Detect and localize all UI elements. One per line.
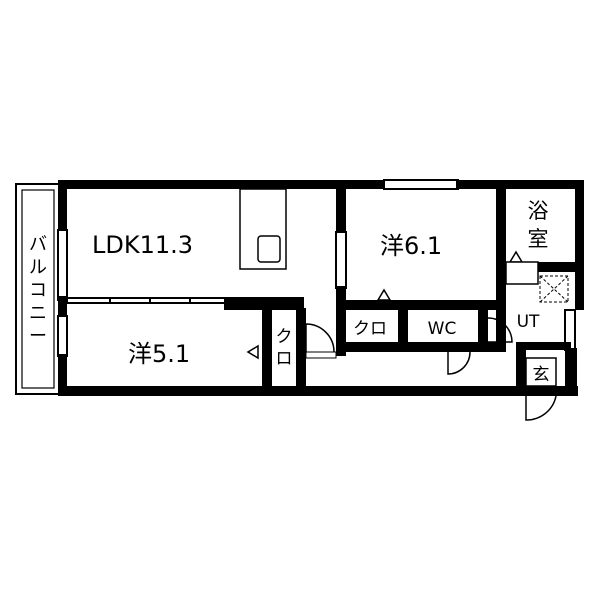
doors xyxy=(246,250,557,421)
closet-side-label-line1: ク xyxy=(276,327,293,347)
wall-small-room-right xyxy=(262,308,272,388)
wall-closet-right xyxy=(296,308,306,386)
wall-top-window-frame xyxy=(383,179,459,190)
ldk-label: LDK11.3 xyxy=(92,231,193,259)
balcony-label-char-1: ル xyxy=(29,257,47,278)
washer-box xyxy=(539,275,569,303)
wall-room61-left-top xyxy=(336,189,346,234)
wall-right-upper xyxy=(575,180,584,310)
door-entrance-swing xyxy=(525,395,557,421)
western-room-small-label: 洋5.1 xyxy=(128,340,190,368)
entrance-label: 玄 xyxy=(533,365,550,385)
kitchen-counter xyxy=(239,188,287,270)
kitchen-sink xyxy=(257,235,281,263)
bath-label-line1: 浴 xyxy=(528,199,549,223)
door-corridor-swing xyxy=(305,323,335,353)
interior-walls xyxy=(66,189,576,396)
door-wc-swing xyxy=(447,351,471,375)
wall-room61-right xyxy=(496,189,506,349)
wall-top-right xyxy=(456,180,584,189)
wall-right-lower xyxy=(565,348,577,396)
toilet-label: WC xyxy=(428,319,457,339)
balcony-label-char-0: バ xyxy=(29,234,47,255)
wall-bath-bottom xyxy=(506,262,576,272)
wall-wc-right xyxy=(478,310,488,352)
entrance-box xyxy=(525,357,557,387)
utility-label: UT xyxy=(517,312,540,332)
balcony: バ ル コ ニ ー xyxy=(15,183,61,395)
balcony-label-char-4: ー xyxy=(29,326,47,347)
wall-left-window xyxy=(57,229,68,301)
wall-ldk-divider-solid xyxy=(224,298,304,310)
outer-walls xyxy=(57,179,584,396)
wall-left-bottom xyxy=(58,354,67,396)
washer-area xyxy=(539,275,569,303)
wall-wc-left xyxy=(398,310,408,352)
wall-closet-bottom xyxy=(336,342,506,352)
wall-corridor-bottom-left xyxy=(305,351,337,359)
western-room-large-label: 洋6.1 xyxy=(380,232,442,260)
wall-left-top xyxy=(58,180,67,230)
kitchen-counter-body xyxy=(239,188,287,270)
balcony-inner-rail xyxy=(21,189,55,389)
wall-left-mid xyxy=(58,296,67,316)
wall-top-left xyxy=(58,180,388,189)
wall-bottom xyxy=(58,386,578,396)
balcony-label-char-3: ニ xyxy=(29,303,47,324)
bath-label-line2: 室 xyxy=(528,227,549,251)
wall-room61-left-window xyxy=(335,231,347,289)
door-bath-arrow xyxy=(508,250,524,263)
door-small-closet-arrow xyxy=(246,344,259,360)
shoe-cabinet xyxy=(505,261,539,285)
wall-ut-bottom xyxy=(516,342,571,350)
closet-side-label-line2: ロ xyxy=(276,349,293,369)
wall-room61-left-bottom xyxy=(336,286,346,356)
washer-diag-2 xyxy=(539,275,569,303)
closet-upper-label: クロ xyxy=(353,319,387,339)
wall-room61-bottom xyxy=(336,300,506,310)
door-ut-swing xyxy=(487,317,513,343)
door-upper-closet-arrow xyxy=(376,288,392,301)
wall-entrance-top xyxy=(516,350,526,396)
balcony-label-char-2: コ xyxy=(29,280,47,301)
washer-diag-1 xyxy=(539,275,569,303)
wall-left-window-lower xyxy=(57,315,68,357)
